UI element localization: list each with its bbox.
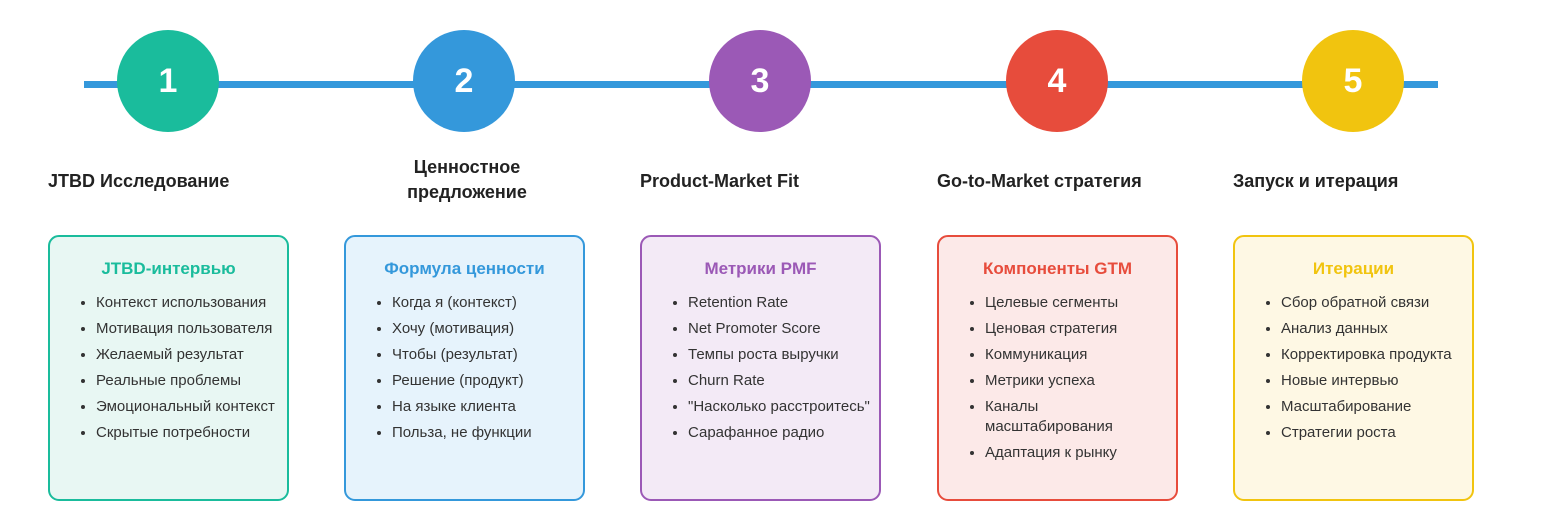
list-item: Чтобы (результат): [392, 345, 583, 365]
card-heading: JTBD-интервью: [101, 259, 236, 278]
step-detail-card: ИтерацииСбор обратной связиАнализ данных…: [1233, 235, 1474, 501]
list-item: Мотивация пользователя: [96, 319, 287, 339]
card-list: Контекст использованияМотивация пользова…: [50, 293, 287, 443]
step-detail-card: Формула ценностиКогда я (контекст) Хочу (…: [344, 235, 585, 501]
list-item: Хочу (мотивация): [392, 319, 583, 339]
list-item: Сбор обратной связи: [1281, 293, 1472, 313]
list-item: Новые интервью: [1281, 371, 1472, 391]
list-item: Net Promoter Score: [688, 319, 879, 339]
list-item: Темпы роста выручки: [688, 345, 879, 365]
step-number-circle: 5: [1302, 30, 1404, 132]
list-item: Контекст использования: [96, 293, 287, 313]
step-detail-card: Метрики PMF Retention RateNet Promoter Sc…: [640, 235, 881, 501]
list-item: Польза, не функции: [392, 423, 583, 443]
card-heading: Метрики PMF: [704, 259, 817, 278]
card-heading: Итерации: [1312, 259, 1395, 278]
step-detail-card: Компоненты GTM Целевые сегментыЦеновая ст…: [937, 235, 1178, 501]
card-list: Сбор обратной связиАнализ данныхКорректи…: [1235, 293, 1472, 443]
list-item: Ценовая стратегия: [985, 319, 1176, 339]
list-item: Когда я (контекст): [392, 293, 583, 313]
list-item: Корректировка продукта: [1281, 345, 1472, 365]
card-list: Когда я (контекст) Хочу (мотивация) Чтобы …: [346, 293, 583, 443]
card-list: Retention RateNet Promoter ScoreТемпы ро…: [642, 293, 879, 443]
card-heading: Формула ценности: [384, 259, 545, 278]
list-item: Сарафанное радио: [688, 423, 879, 443]
list-item: Эмоциональный контекст: [96, 397, 287, 417]
step-title: Go-to-Market стратегия: [937, 171, 1142, 191]
step-title: Запуск и итерация: [1233, 171, 1399, 191]
list-item: Адаптация к рынку: [985, 443, 1176, 463]
list-item: "Насколько расстроитесь": [688, 397, 879, 417]
list-item: Стратегии роста: [1281, 423, 1472, 443]
step-number-circle: 2: [413, 30, 515, 132]
list-item: Анализ данных: [1281, 319, 1472, 339]
list-item: Скрытые потребности: [96, 423, 287, 443]
list-item: Масштабирование: [1281, 397, 1472, 417]
list-item: Churn Rate: [688, 371, 879, 391]
list-item: Целевые сегменты: [985, 293, 1176, 313]
card-heading: Компоненты GTM: [982, 259, 1133, 278]
card-list: Целевые сегментыЦеновая стратегияКоммуни…: [939, 293, 1176, 463]
step-number-circle: 1: [117, 30, 219, 132]
list-item: Решение (продукт): [392, 371, 583, 391]
step-detail-card: JTBD-интервьюКонтекст использованияМотив…: [48, 235, 289, 501]
step-title: Ценностное предложение: [407, 157, 527, 202]
step-title: Product-Market Fit: [640, 171, 800, 191]
list-item: Реальные проблемы: [96, 371, 287, 391]
step-title: JTBD Исследование: [48, 171, 230, 191]
list-item: На языке клиента: [392, 397, 583, 417]
list-item: Желаемый результат: [96, 345, 287, 365]
list-item: Коммуникация: [985, 345, 1176, 365]
list-item: Retention Rate: [688, 293, 879, 313]
list-item: Метрики успеха: [985, 371, 1176, 391]
list-item: Каналы масштабирования: [985, 397, 1176, 437]
step-number-circle: 3: [709, 30, 811, 132]
step-number-circle: 4: [1006, 30, 1108, 132]
